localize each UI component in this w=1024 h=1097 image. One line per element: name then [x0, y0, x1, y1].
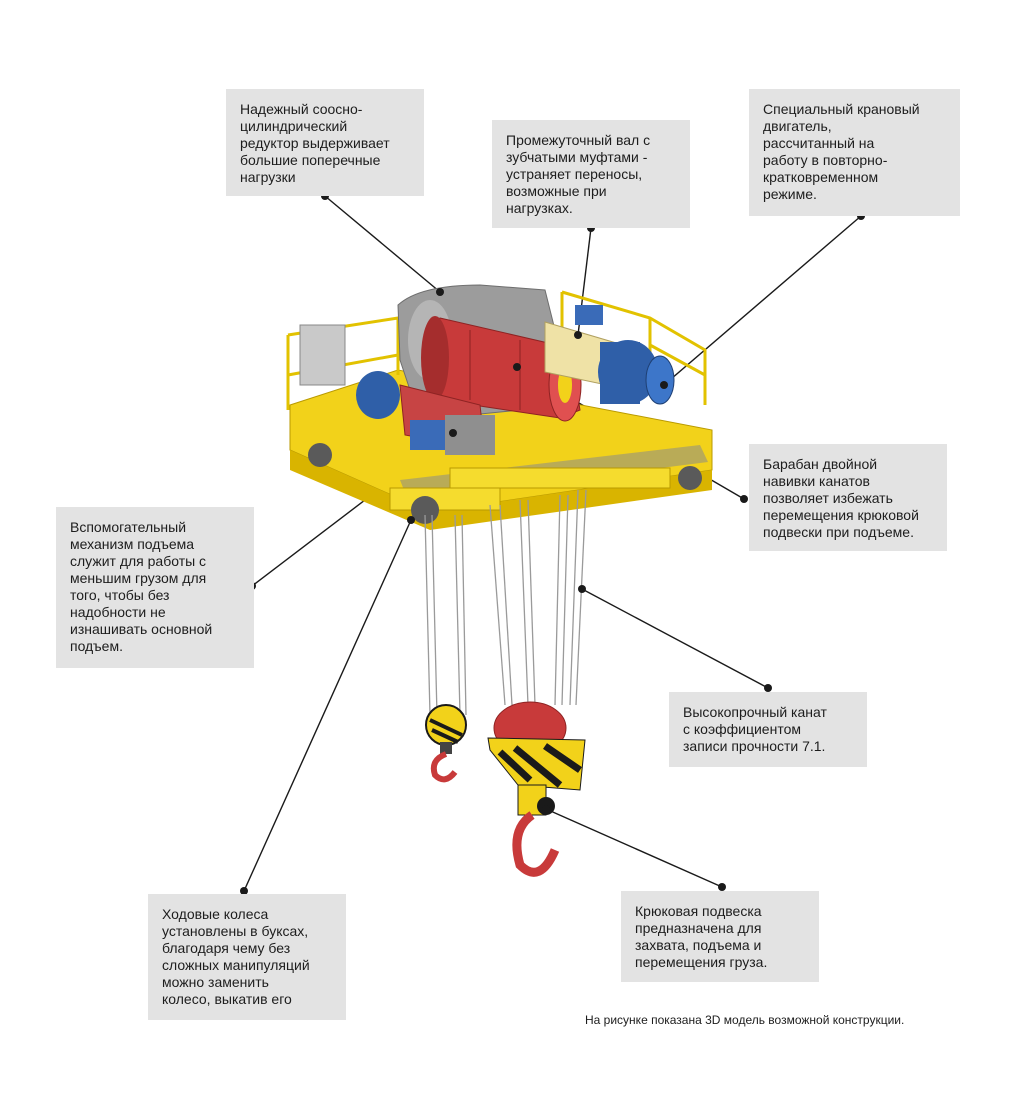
callout-intermediate-shaft: Промежуточный вал с зубчатыми муфтами - …	[492, 120, 690, 228]
callout-hook-suspension: Крюковая подвеска предназначена для захв…	[621, 891, 819, 982]
control-cabinet	[299, 324, 346, 386]
main-hook-block	[487, 701, 586, 877]
main-motor	[598, 340, 675, 405]
callout-running-wheels: Ходовые колеса установлены в буксах, бла…	[148, 894, 346, 1020]
leader-motor	[663, 215, 862, 386]
dot-rope-part	[578, 585, 586, 593]
leader-wheels	[243, 519, 412, 892]
hoist-ropes	[424, 489, 587, 716]
auxiliary-hook-block	[425, 704, 467, 783]
dot-drum-box	[740, 495, 748, 503]
leader-hook	[545, 808, 723, 888]
dot-hook-box	[718, 883, 726, 891]
dot-drum-part	[513, 363, 521, 371]
dot-hook-part	[542, 805, 550, 813]
dot-wheels-box	[240, 887, 248, 895]
dot-motor-part	[660, 381, 668, 389]
dot-reducer-part	[436, 288, 444, 296]
dot-shaft-part	[574, 331, 582, 339]
leader-rope	[581, 588, 769, 689]
leader-reducer	[324, 195, 441, 293]
footnote: На рисунке показана 3D модель возможной …	[585, 1013, 905, 1027]
dot-aux-part	[449, 429, 457, 437]
callout-rope: Высокопрочный канат с коэффициентом запи…	[669, 692, 867, 767]
callout-crane-motor: Специальный крановый двигатель, рассчита…	[749, 89, 960, 216]
callout-auxiliary-hoist: Вспомогательный механизм подъема служит …	[56, 507, 254, 668]
dot-wheels-part	[407, 516, 415, 524]
callout-reducer: Надежный соосно- цилиндрический редуктор…	[226, 89, 424, 196]
dot-rope-box	[764, 684, 772, 692]
leader-dots	[240, 192, 865, 895]
callout-drum: Барабан двойной навивки канатов позволяе…	[749, 444, 947, 551]
auxiliary-hoist	[356, 371, 495, 455]
hoist-drum	[421, 316, 582, 422]
